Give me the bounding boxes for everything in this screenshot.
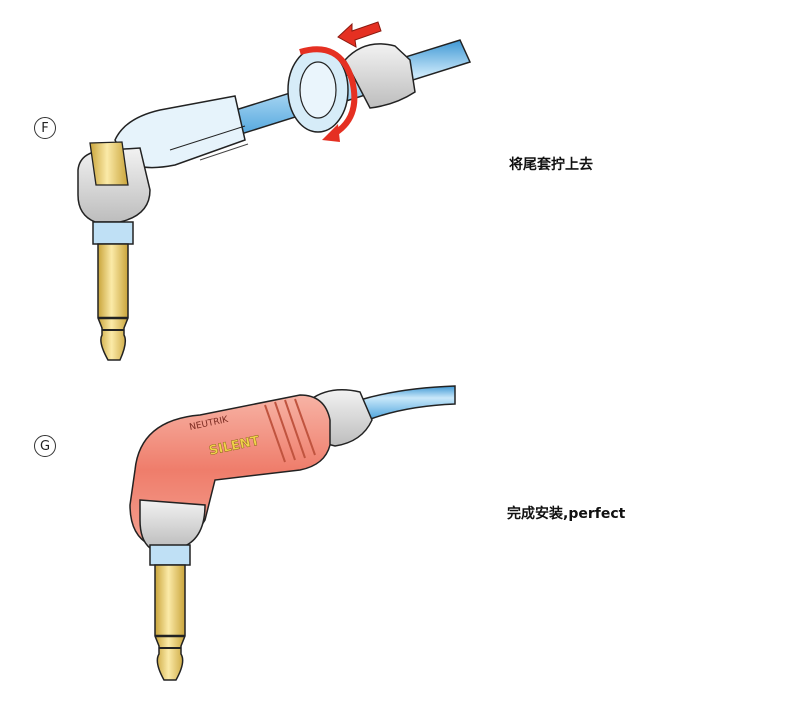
insulating-collar [149, 544, 191, 566]
rotation-arrow [299, 46, 358, 139]
strain-relief-boot [344, 43, 416, 109]
solder-clip [89, 141, 129, 186]
direction-arrow [337, 21, 382, 48]
plug-shaft [154, 564, 186, 681]
cable [358, 385, 456, 421]
insulating-collar [92, 221, 134, 245]
step-g-illustration: NEUTRIK SILENT [129, 385, 456, 681]
plug-shaft [97, 243, 129, 361]
angle-cap [139, 499, 206, 549]
step-g-marker: G [34, 435, 56, 457]
step-f-marker: F [34, 117, 56, 139]
step-f-illustration [77, 21, 472, 361]
step-g-caption: 完成安装,perfect [507, 506, 626, 522]
step-f-caption: 将尾套拧上去 [509, 157, 593, 173]
